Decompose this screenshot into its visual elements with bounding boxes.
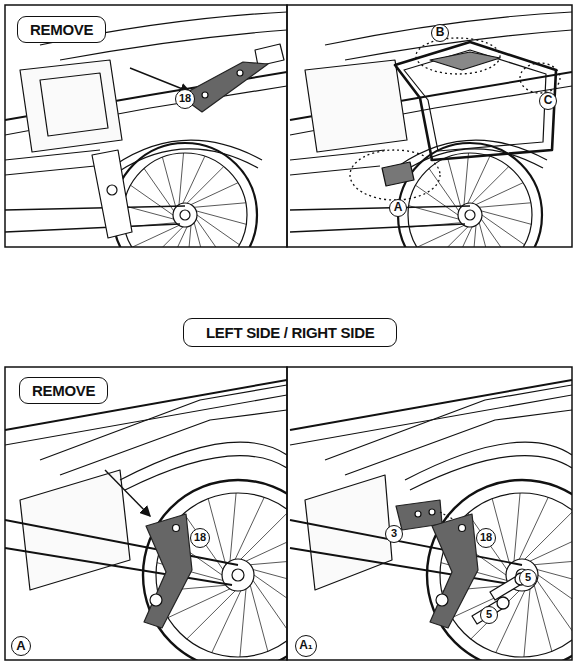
callout-number: B (431, 24, 449, 42)
rear-view-rack-fitted (290, 12, 572, 247)
callout-number: A (389, 199, 407, 217)
callout-number: 18 (476, 528, 496, 548)
pill-text: REMOVE (30, 21, 93, 38)
callout-number: A (11, 636, 31, 656)
callout-number: 18 (190, 528, 210, 548)
callout-number: 5 (480, 606, 498, 624)
callout-number: 5 (519, 569, 537, 587)
title-pill: REMOVE (17, 16, 106, 43)
callout-number: C (539, 92, 557, 110)
title-pill: REMOVE (19, 377, 108, 404)
callout-number: 3 (385, 525, 403, 543)
rear-view-remove (5, 12, 287, 247)
pill-text: REMOVE (32, 382, 95, 399)
pill-text: LEFT SIDE / RIGHT SIDE (206, 324, 374, 341)
footpeg-bracket-fit (290, 380, 572, 660)
title-pill: LEFT SIDE / RIGHT SIDE (183, 318, 397, 347)
callout-number: A₁ (295, 635, 317, 657)
footpeg-bracket-remove (5, 380, 287, 660)
callout-number: 18 (175, 89, 195, 109)
